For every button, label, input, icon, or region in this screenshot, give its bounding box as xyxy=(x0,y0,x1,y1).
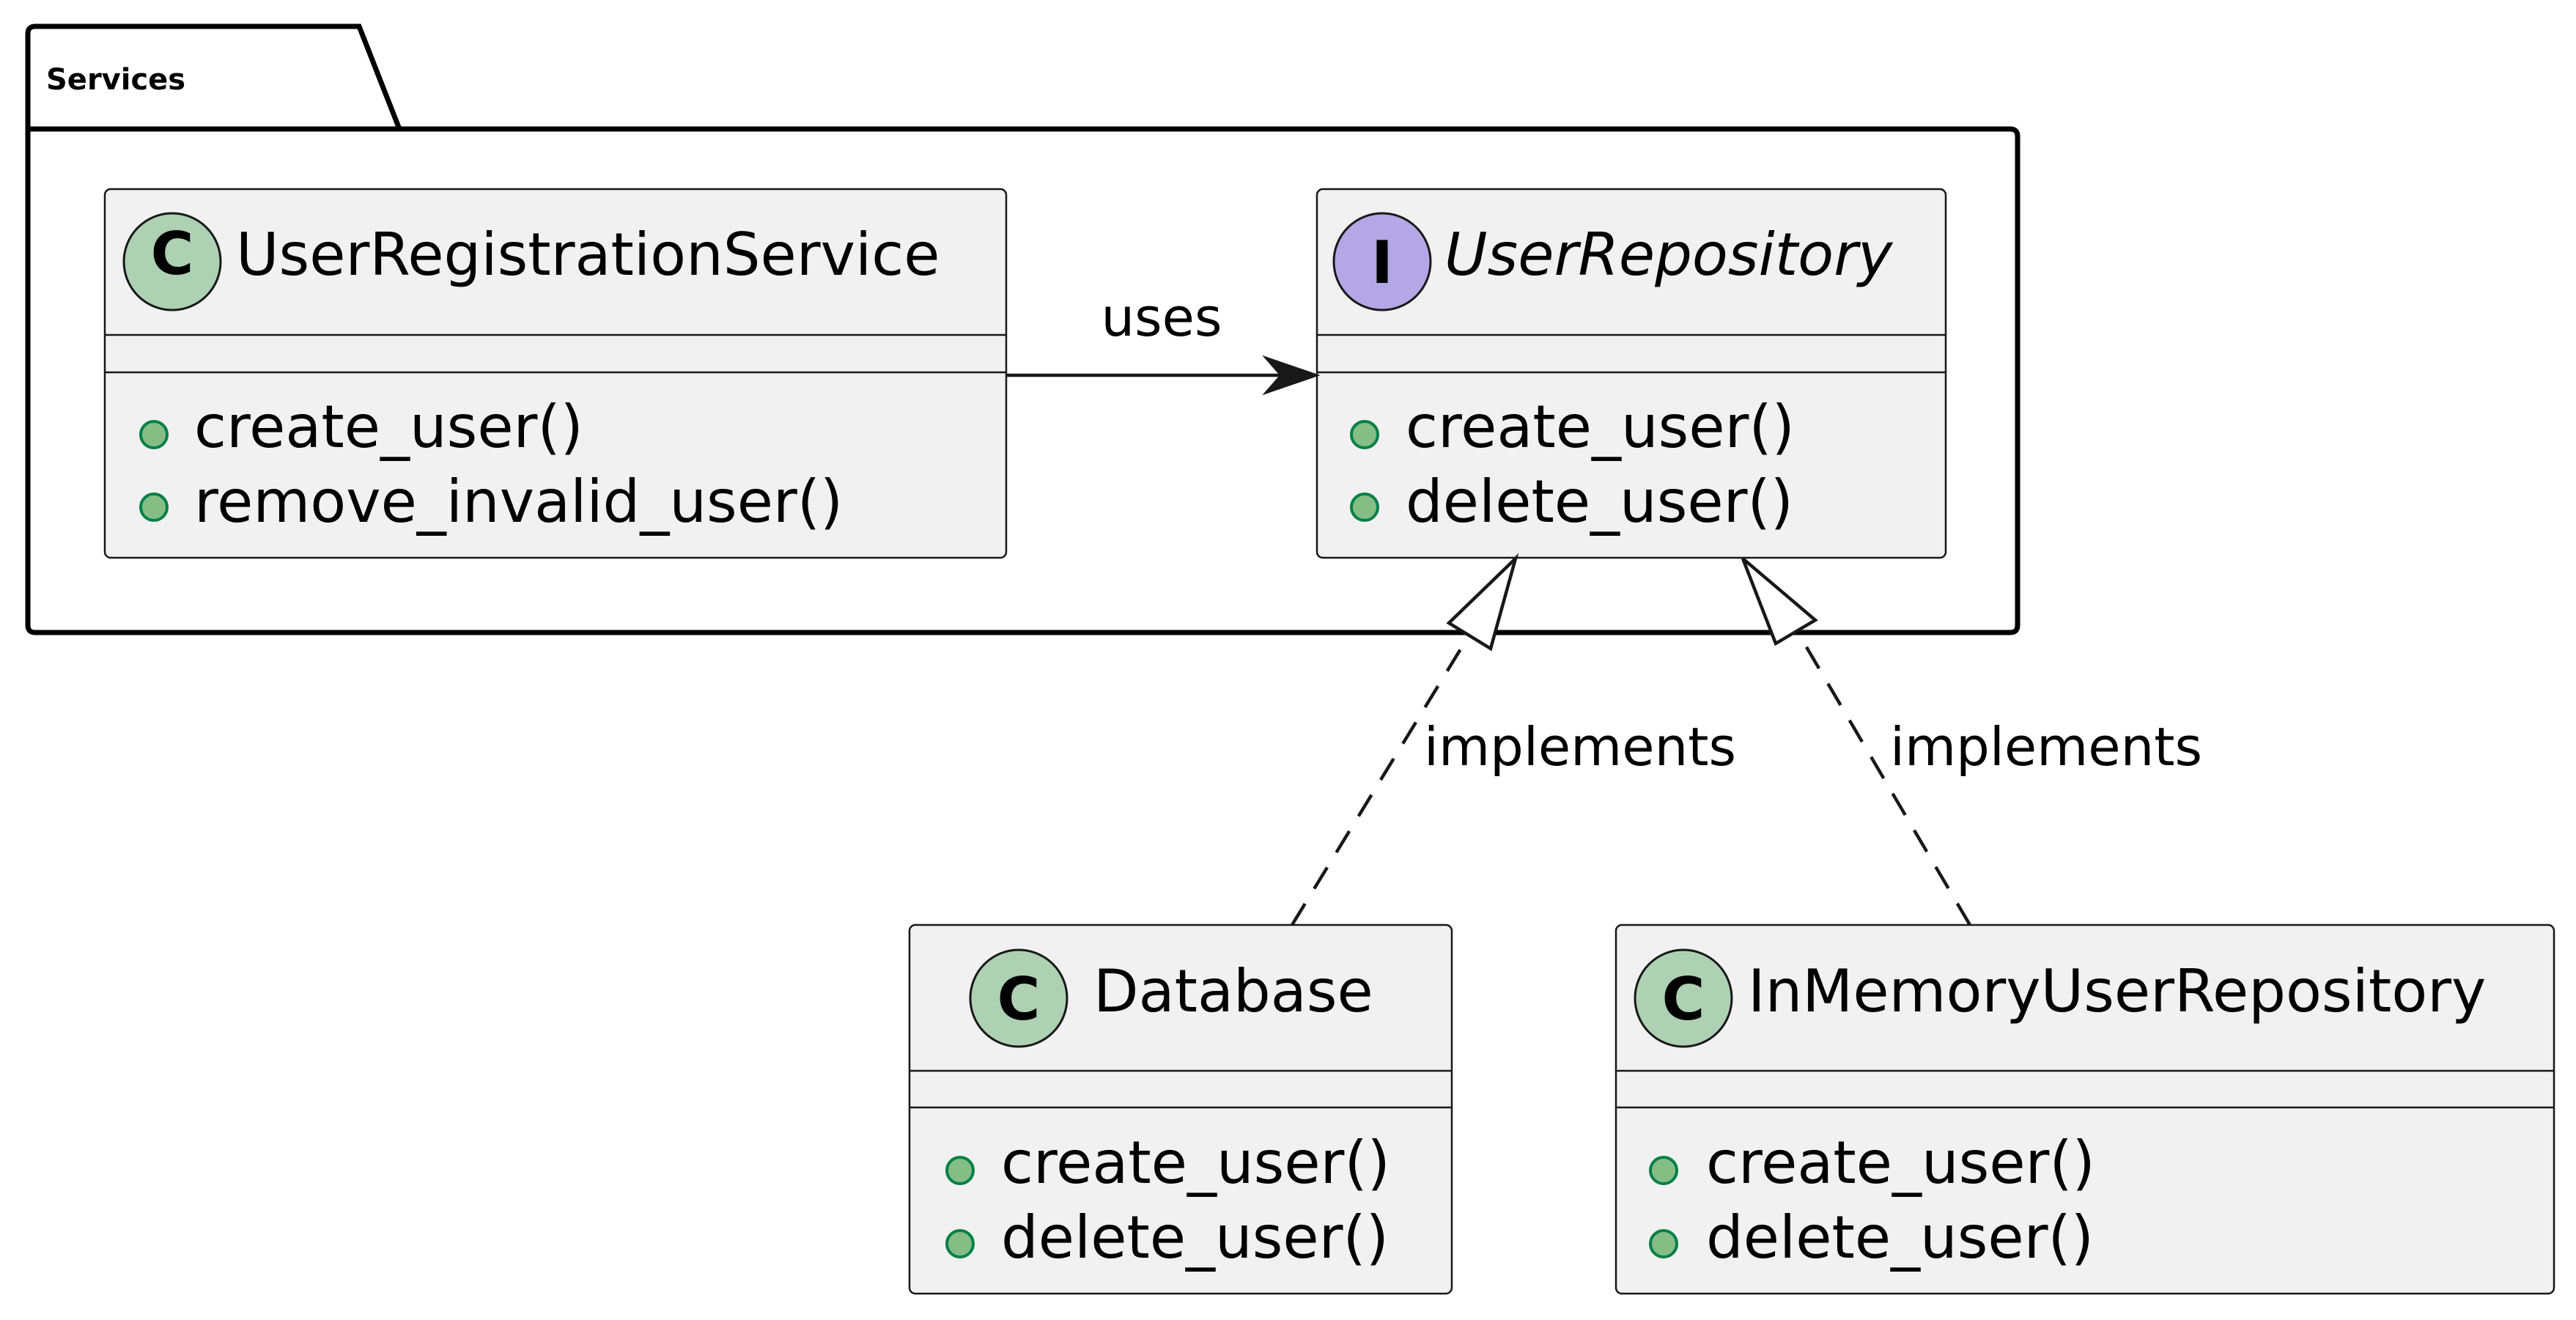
class-name: Database xyxy=(1093,957,1373,1025)
public-visibility-icon xyxy=(945,1156,975,1185)
class-stereotype-icon xyxy=(122,212,222,311)
class-stereotype-icon xyxy=(1634,948,1733,1048)
method-delete-user: delete_user() xyxy=(1001,1203,1389,1272)
class-name: InMemoryUserRepository xyxy=(1748,957,2486,1025)
class-database[interactable]: C Database create_user() delete_user() xyxy=(908,923,1453,1295)
method-create-user: create_user() xyxy=(194,393,583,461)
realization-line xyxy=(1291,633,1471,926)
public-visibility-icon xyxy=(1350,493,1379,522)
class-stereotype-letter: C xyxy=(151,220,194,288)
public-visibility-icon xyxy=(945,1229,975,1258)
package-services: Services xyxy=(25,23,2020,635)
method-delete-user: delete_user() xyxy=(1706,1203,2094,1272)
class-name: UserRegistrationService xyxy=(236,221,940,289)
method-create-user: create_user() xyxy=(1001,1129,1390,1197)
arrowhead-icon xyxy=(1262,355,1321,396)
relation-label: implements xyxy=(1424,716,1736,778)
hollow-triangle-icon xyxy=(1446,553,1519,652)
public-visibility-icon xyxy=(1350,420,1379,449)
package-title: Services xyxy=(46,63,185,97)
class-stereotype-icon xyxy=(969,948,1069,1048)
class-box xyxy=(1315,188,1947,559)
public-visibility-icon xyxy=(139,420,169,449)
relation-inmemory-implements[interactable]: implements xyxy=(1741,557,2202,926)
relation-database-implements[interactable]: implements xyxy=(1291,553,1736,926)
interface-stereotype-letter: I xyxy=(1371,229,1393,297)
class-stereotype-letter: C xyxy=(1662,965,1705,1033)
class-user-registration-service[interactable]: C UserRegistrationService create_user() … xyxy=(103,188,1008,559)
public-visibility-icon xyxy=(1649,1156,1678,1185)
relation-label: implements xyxy=(1890,716,2202,778)
class-in-memory-user-repository[interactable]: C InMemoryUserRepository create_user() d… xyxy=(1614,923,2555,1295)
interface-name: UserRepository xyxy=(1444,221,1894,289)
method-create-user: create_user() xyxy=(1706,1129,2095,1197)
relation-uses[interactable]: uses xyxy=(1006,287,1321,396)
public-visibility-icon xyxy=(1649,1229,1678,1258)
public-visibility-icon xyxy=(139,493,169,522)
interface-stereotype-icon xyxy=(1332,212,1432,311)
class-stereotype-letter: C xyxy=(997,965,1041,1033)
class-box xyxy=(103,188,1008,559)
class-box xyxy=(1614,923,2555,1295)
method-delete-user: delete_user() xyxy=(1406,468,1793,536)
package-frame xyxy=(25,23,2020,635)
realization-line xyxy=(1798,633,1971,926)
interface-user-repository[interactable]: I UserRepository create_user() delete_us… xyxy=(1315,188,1947,559)
hollow-triangle-icon xyxy=(1741,557,1818,646)
method-create-user: create_user() xyxy=(1406,393,1795,461)
relation-label: uses xyxy=(1101,287,1222,348)
method-remove-invalid-user: remove_invalid_user() xyxy=(194,468,843,536)
